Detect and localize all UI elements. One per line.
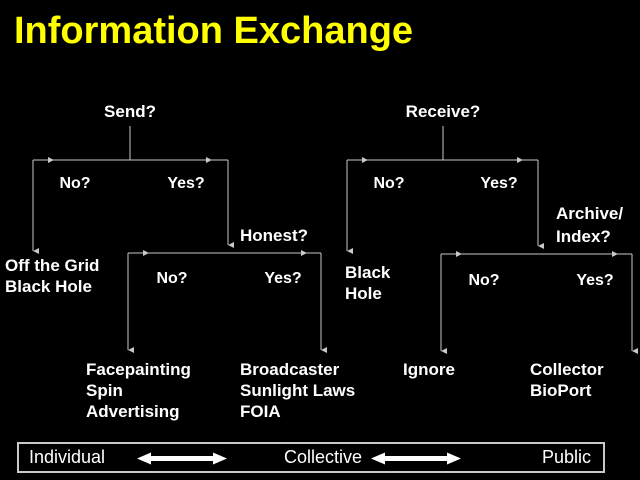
leaf-ignore: Ignore xyxy=(403,360,455,379)
label-receive-yes: Yes? xyxy=(480,175,518,192)
spectrum-label-collective: Collective xyxy=(284,447,363,467)
leaf-black-hole: Black Hole xyxy=(345,263,391,303)
label-send-no: No? xyxy=(59,175,91,192)
node-receive: Receive? xyxy=(405,102,481,121)
label-receive-no: No? xyxy=(373,175,405,192)
spectrum-label-individual: Individual xyxy=(29,447,106,467)
label-send-yes: Yes? xyxy=(167,175,205,192)
spectrum-double-arrow-left xyxy=(137,452,227,465)
label-archive-no: No? xyxy=(468,272,500,289)
page-title: Information Exchange xyxy=(14,10,414,52)
node-archive-line2: Index? xyxy=(556,227,611,246)
leaf-off-the-grid: Off the Grid Black Hole xyxy=(5,256,100,296)
label-honest-no: No? xyxy=(156,270,188,287)
label-honest-yes: Yes? xyxy=(264,270,302,287)
leaf-facepainting: Facepainting Spin Advertising xyxy=(86,360,191,421)
node-send: Send? xyxy=(104,102,156,121)
spectrum-bar: Individual Collective Public xyxy=(17,442,605,473)
leaf-collector: Collector BioPort xyxy=(530,360,604,400)
spectrum-double-arrow-right xyxy=(371,452,461,465)
leaf-broadcaster: Broadcaster Sunlight Laws FOIA xyxy=(240,360,356,421)
node-archive-line1: Archive/ xyxy=(556,204,624,223)
node-honest: Honest? xyxy=(240,226,308,245)
label-archive-yes: Yes? xyxy=(576,272,614,289)
spectrum-label-public: Public xyxy=(541,447,591,467)
